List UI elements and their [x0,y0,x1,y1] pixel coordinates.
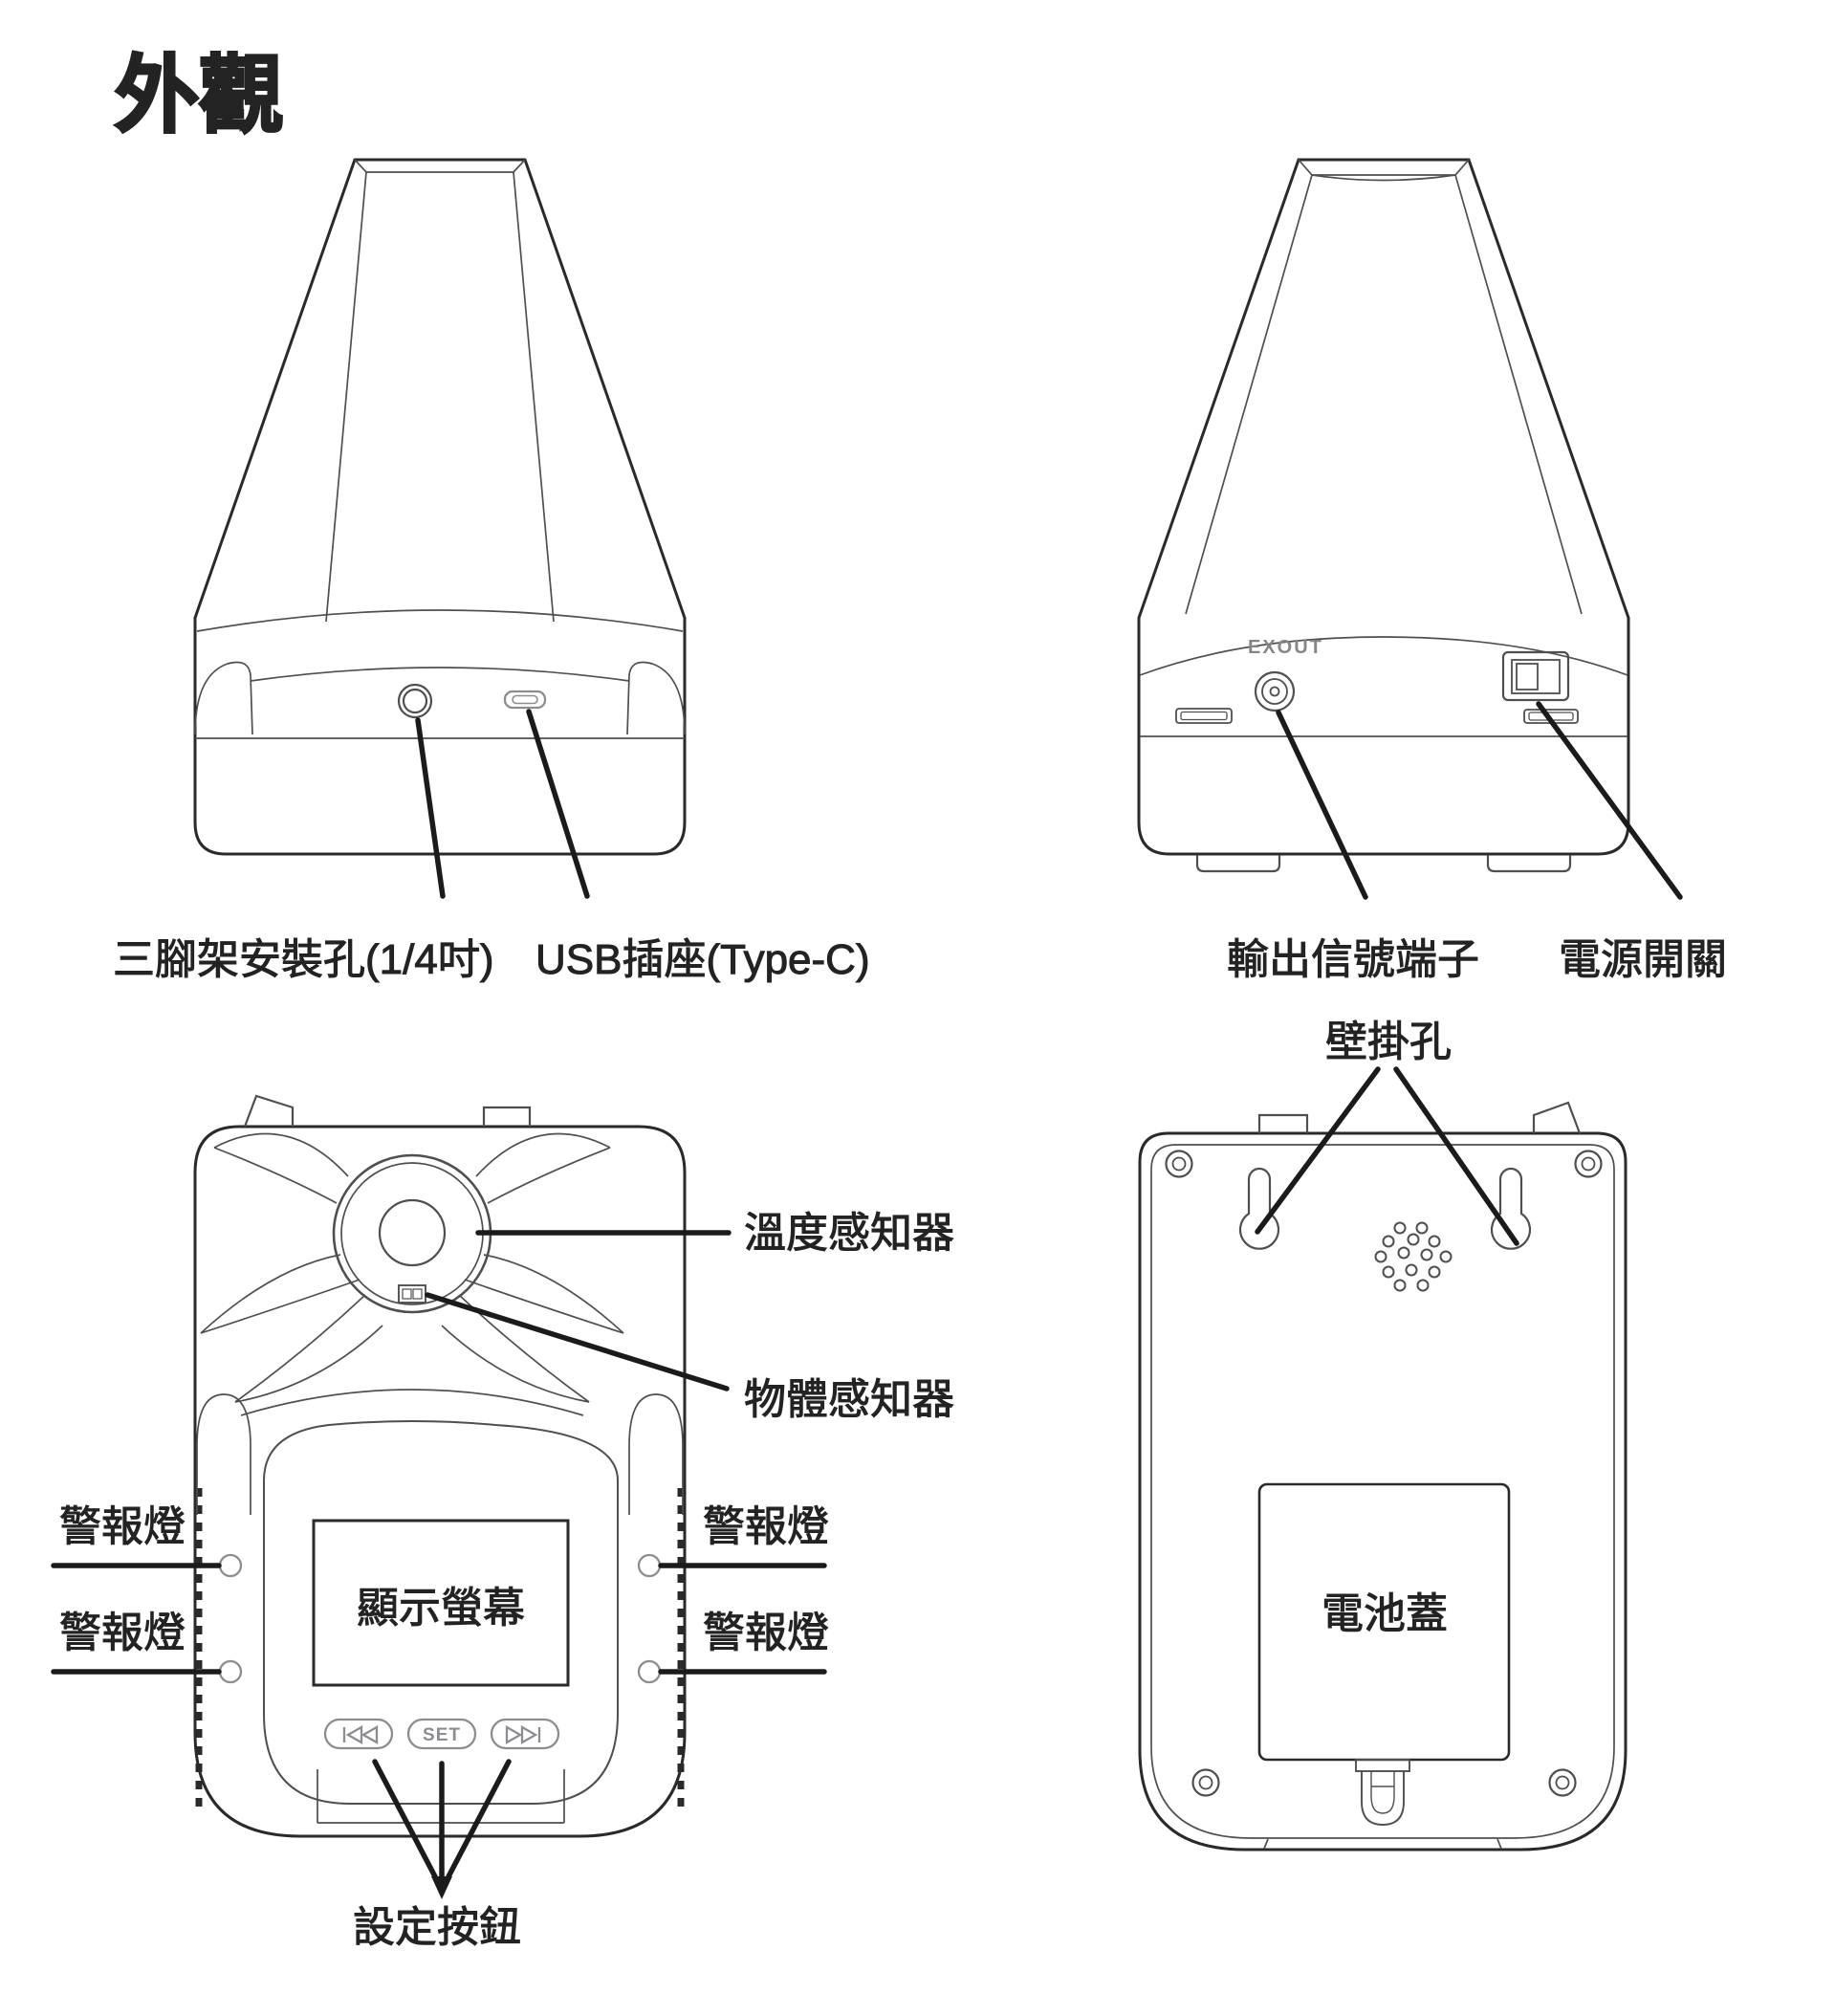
temperature-sensor-label: 溫度感知器 [744,1210,954,1257]
wall-mount-hole-label: 壁掛孔 [1325,1019,1452,1065]
wall-mount-keyhole-right [1490,1167,1532,1250]
inner-slant-right [513,171,555,623]
top-bevel-lines [354,159,526,173]
object-sensor-label: 物體感知器 [744,1376,954,1423]
inner-outline [1150,1144,1615,1839]
wall-mount-leader-right [1393,1066,1519,1246]
inner-slant-right [1454,174,1583,615]
power-leader-line [1536,701,1683,900]
panel-shoulder-curve [240,1389,584,1416]
inner-slant-left [1185,174,1313,615]
temperature-sensor-lens [378,1198,447,1267]
top-tab-right [1532,1101,1582,1134]
device-outline [1137,158,1630,856]
control-panel-outline [263,1420,619,1805]
usb-c-port-inner [512,694,538,705]
power-switch-rocker [1516,663,1539,690]
tripod-leader-line [415,717,446,899]
inner-slant-left [325,171,367,623]
next-button-icon [505,1725,541,1744]
page-title: 外觀 [115,48,283,142]
object-sensor-cell-a [402,1288,412,1300]
set-buttons-label: 設定按鈕 [353,1904,521,1951]
prev-button [323,1718,394,1750]
exout-marking: EXOUT [1248,637,1323,658]
power-switch-label: 電源開關 [1559,936,1727,983]
foot-right [1486,855,1572,873]
display-screen-label: 顯示螢幕 [357,1585,525,1632]
tripod-hole-icon [397,683,433,719]
wall-mount-keyhole-left [1238,1167,1280,1250]
bottom-notches [1263,1838,1502,1850]
usb-port-label: USB插座(Type-C) [535,936,870,983]
vent-slot-left [1175,708,1233,724]
next-button [490,1718,560,1750]
device-outline [193,158,687,856]
set-button [406,1718,477,1750]
signal-out-label: 輸出信號端子 [1227,936,1479,983]
base-arch-left [194,661,253,735]
wall-mount-leader-left [1255,1066,1381,1235]
buttons-arrowhead-icon [431,1876,452,1899]
base-arch-right [626,661,686,735]
display-screen [312,1519,570,1687]
battery-latch [1355,1759,1410,1826]
tripod-hole-inner [402,688,428,714]
base-inner-curve [250,667,630,682]
figure-rear-view: 電池蓋 壁掛孔 [1138,1019,1627,1852]
figure-back-panel-view: EXOUT 輸出信號端子 電源開關 [1137,158,1728,984]
alarm-light-label-top-left: 警報燈 [59,1503,186,1550]
buttons-leader-left [372,1759,441,1885]
panel-top-curve [1139,636,1628,676]
object-sensor-cell-b [412,1288,423,1300]
speaker-grille-icon [1374,1221,1453,1292]
alarm-light-label-top-right: 警報燈 [703,1503,829,1550]
signal-leader-line [1276,710,1368,900]
power-switch-icon [1501,650,1570,702]
front-slope-edge [196,609,684,632]
side-arch-left [196,1393,251,1515]
top-tab-right [482,1106,532,1127]
figure-front-view: 顯示螢幕 警報燈 警報燈 警報燈 警報燈 SET 設定按鈕 [51,1094,955,1952]
buttons-leader-right [443,1759,512,1885]
corner-screws [1165,1150,1603,1797]
vent-slot-left-inner [1180,711,1228,721]
inner-top-curve [1311,174,1456,182]
top-tab-left [1257,1113,1309,1133]
figure-front-bottom-view: 三腳架安裝孔(1/4吋) USB插座(Type-C) [113,158,870,984]
alarm-light-label-bottom-right: 警報燈 [703,1610,829,1656]
set-button-label: SET [423,1725,461,1745]
object-sensor-leader [425,1292,730,1391]
prev-button-icon [342,1725,379,1744]
foot-left [1195,855,1281,873]
signal-jack-pin [1269,686,1280,697]
usb-leader-line [526,709,590,899]
battery-cover-label: 電池蓋 [1322,1590,1448,1637]
tripod-hole-label: 三腳架安裝孔(1/4吋) [113,936,493,983]
signal-jack-mid [1261,678,1288,705]
power-switch-frame [1511,659,1561,694]
alarm-light-label-bottom-left: 警報燈 [59,1610,186,1656]
side-arch-right [628,1393,684,1515]
top-bevel-lines [1298,159,1470,176]
signal-jack-icon [1254,670,1296,712]
top-tab-left [243,1094,295,1128]
usb-c-port-icon [503,690,547,710]
